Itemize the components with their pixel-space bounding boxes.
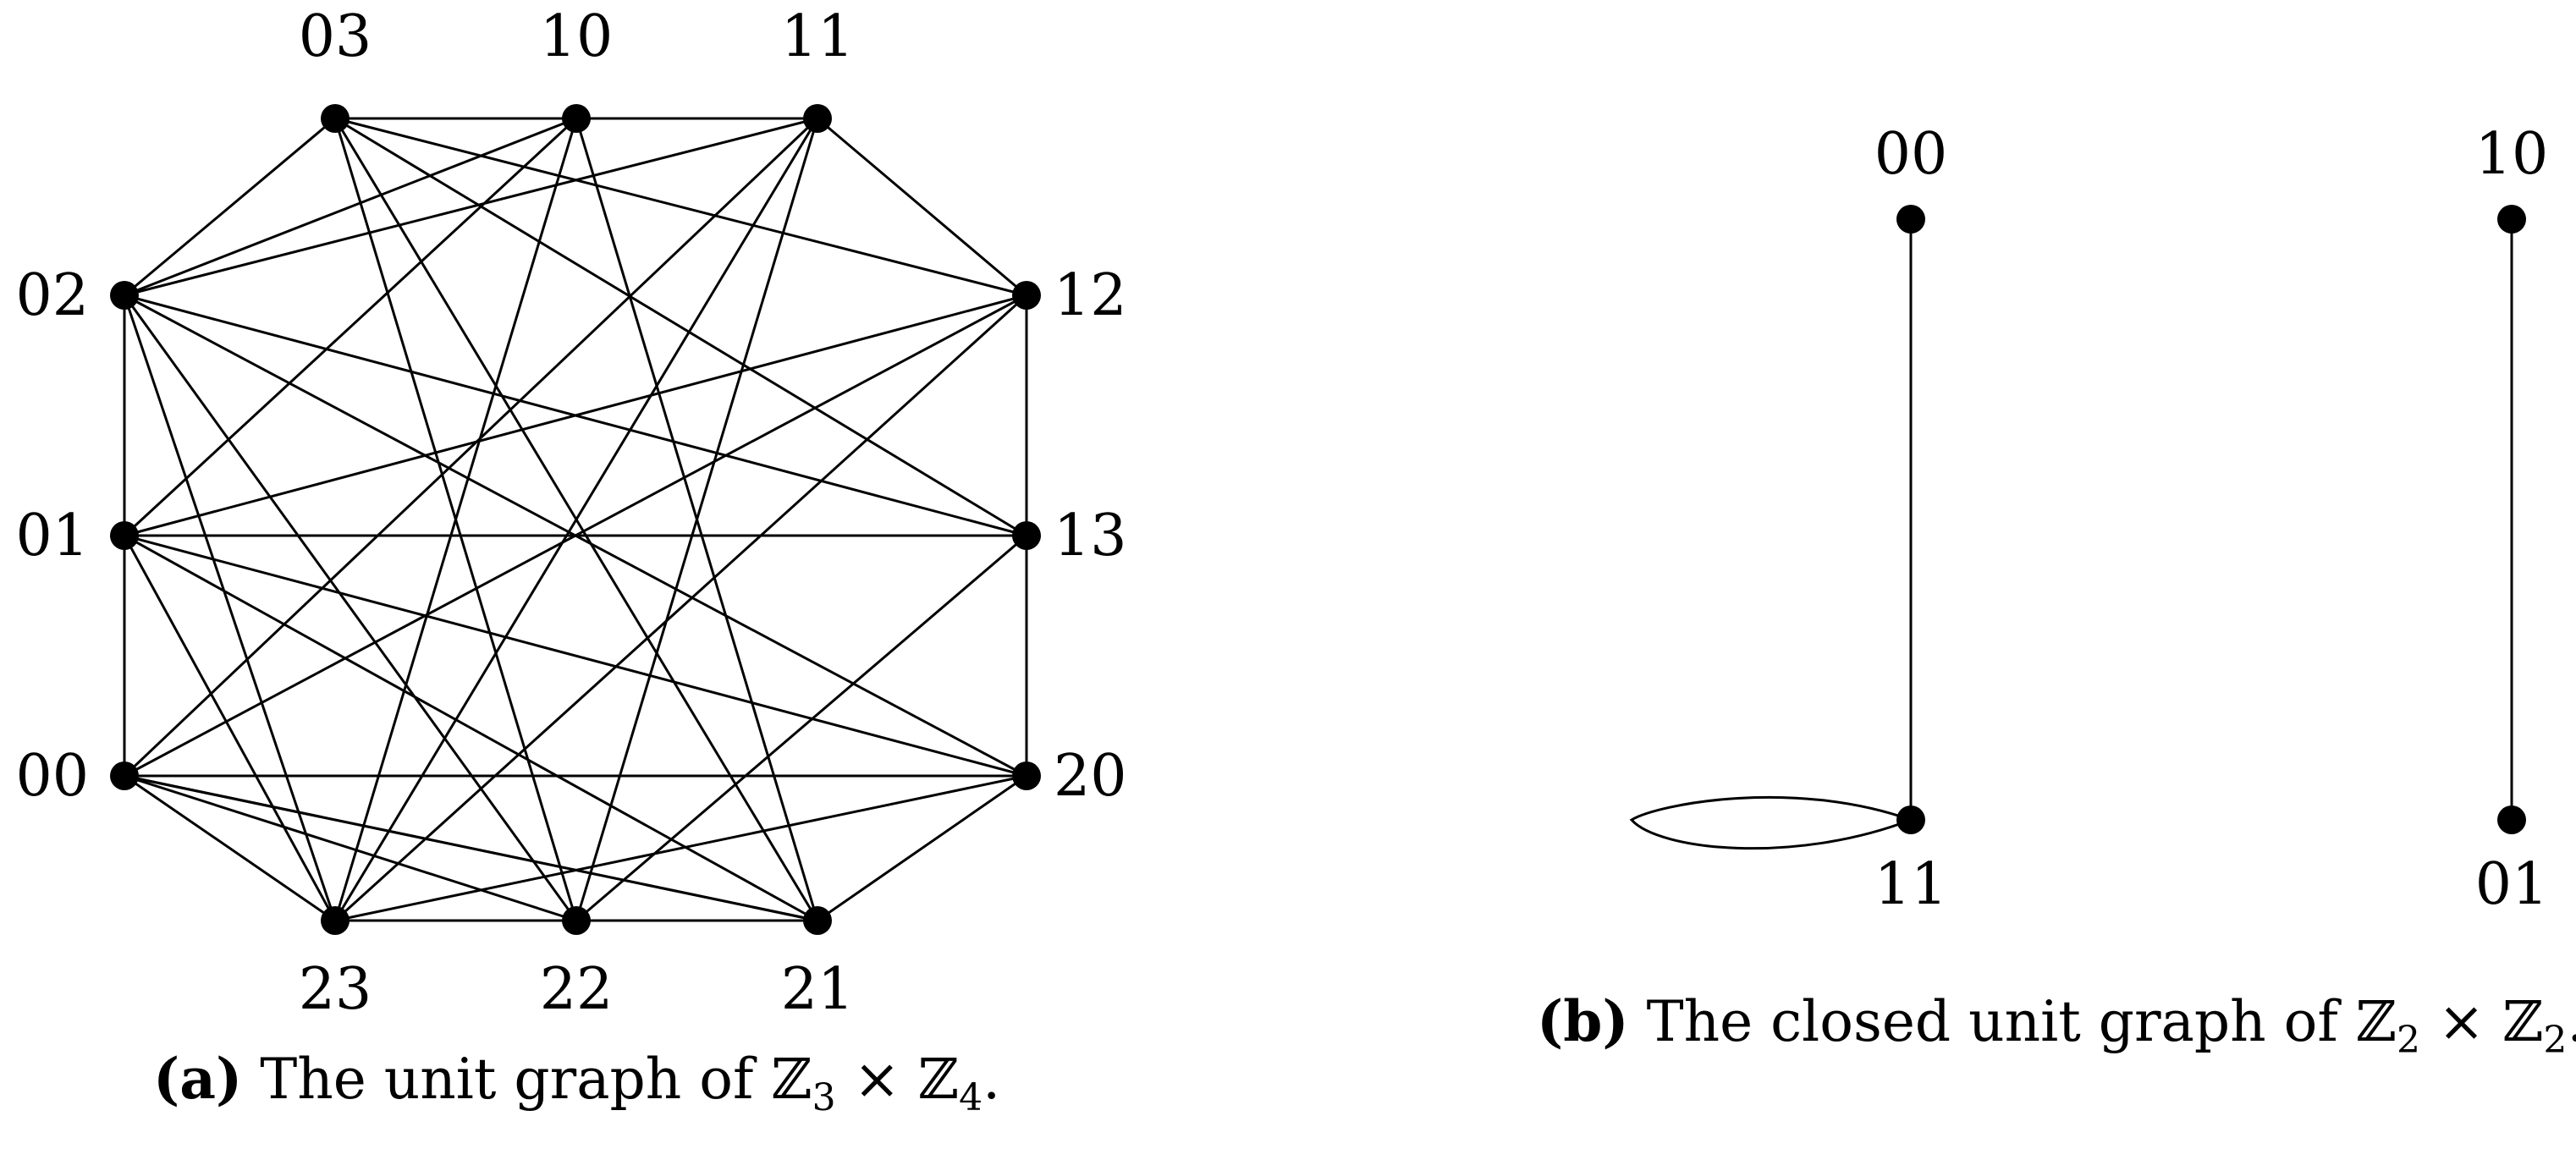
graph-a-edge-12-23 xyxy=(333,294,1028,922)
nodes-a xyxy=(110,104,1041,935)
graph-a-node-label-22: 22 xyxy=(540,956,614,1023)
graph-a-node-label-12: 12 xyxy=(1054,262,1127,329)
self-loop-11 xyxy=(1629,795,1915,850)
graph-a-edge-20-21 xyxy=(817,774,1027,922)
graph-a-edge-03-02 xyxy=(124,117,336,297)
graph-a-edge-11-12 xyxy=(817,117,1027,297)
graph-b-node-10 xyxy=(2497,205,2526,234)
graph-a-node-00 xyxy=(110,761,139,790)
caption-a-sub1: 3 xyxy=(812,1076,836,1119)
graph-a-node-22 xyxy=(562,906,591,935)
graph-a-node-label-00: 00 xyxy=(15,743,89,810)
graph-a-node-label-23: 23 xyxy=(299,956,372,1023)
graph-a-edge-11-22 xyxy=(575,118,819,921)
caption-a-text: The unit graph of ℤ xyxy=(260,1047,812,1112)
graph-b-node-label-00: 00 xyxy=(1874,121,1948,188)
graph-a-node-01 xyxy=(110,521,139,550)
graph-a-edge-23-01 xyxy=(123,535,337,921)
graph-a-edge-03-12 xyxy=(334,117,1027,297)
caption-a-end: . xyxy=(983,1047,1000,1112)
graph-a-node-23 xyxy=(321,906,350,935)
graph-a-node-13 xyxy=(1012,521,1041,550)
graph-a-edge-10-01 xyxy=(123,117,578,537)
labels-b: 00 10 11 01 xyxy=(1874,121,2549,918)
labels-a: 03 10 11 12 13 20 21 22 23 00 01 02 xyxy=(15,3,1126,1023)
graph-b-node-11 xyxy=(1896,805,1925,834)
graph-a-edge-01-20 xyxy=(124,534,1027,778)
graph-b-node-label-11: 11 xyxy=(1874,851,1948,918)
caption-b: (b) The closed unit graph of ℤ2 × ℤ2. xyxy=(1537,988,2576,1062)
graph-b-node-01 xyxy=(2497,805,2526,834)
graph-a-edge-10-02 xyxy=(124,117,577,297)
graph-a-edge-11-00 xyxy=(123,117,819,778)
graph-a-node-21 xyxy=(803,906,832,935)
caption-b-text: The closed unit graph of ℤ xyxy=(1647,989,2397,1054)
graph-a-node-label-03: 03 xyxy=(299,3,372,70)
caption-a: (a) The unit graph of ℤ3 × ℤ4. xyxy=(153,1046,1000,1119)
caption-b-tag: (b) xyxy=(1537,988,1629,1054)
unit-graph-z3-z4: 03 10 11 12 13 20 21 22 23 00 01 02 xyxy=(15,3,1126,1023)
caption-a-sub2: 4 xyxy=(959,1076,983,1119)
graph-a-edge-02-13 xyxy=(124,294,1027,537)
graph-a-edge-00-21 xyxy=(124,774,818,922)
graph-a-edge-23-02 xyxy=(123,294,337,921)
graph-a-edge-22-02 xyxy=(123,294,578,921)
graph-a-node-label-02: 02 xyxy=(15,262,89,329)
graph-a-node-label-13: 13 xyxy=(1054,503,1127,569)
graph-a-edge-10-23 xyxy=(333,118,578,921)
nodes-b xyxy=(1896,205,2526,834)
caption-b-sub1: 2 xyxy=(2397,1019,2420,1062)
graph-b-node-00 xyxy=(1896,205,1925,234)
caption-b-times: × ℤ xyxy=(2420,989,2543,1054)
graph-a-node-03 xyxy=(321,104,350,133)
graph-a-node-02 xyxy=(110,281,139,310)
graph-a-edge-11-23 xyxy=(333,118,819,921)
caption-b-end: . xyxy=(2567,989,2576,1054)
closed-unit-graph-z2-z2: 00 10 11 01 xyxy=(1629,121,2549,918)
graph-a-node-10 xyxy=(562,104,591,133)
graph-a-edge-22-00 xyxy=(124,774,577,922)
graph-b-node-label-01: 01 xyxy=(2475,851,2549,918)
graph-a-edge-20-23 xyxy=(334,774,1027,922)
graph-a-node-label-11: 11 xyxy=(781,3,855,70)
graph-a-node-label-01: 01 xyxy=(15,503,89,569)
edges-b xyxy=(1909,219,2513,820)
graph-a-node-label-20: 20 xyxy=(1054,743,1127,810)
edges-a xyxy=(123,117,1028,922)
graph-a-node-label-21: 21 xyxy=(781,956,855,1023)
graph-a-edge-21-01 xyxy=(124,534,818,922)
graph-a-edge-11-02 xyxy=(124,117,818,297)
graph-a-node-12 xyxy=(1012,281,1041,310)
graph-b-node-label-10: 10 xyxy=(2475,121,2549,188)
graph-a-edge-03-13 xyxy=(334,117,1027,537)
caption-a-tag: (a) xyxy=(153,1046,242,1112)
graph-a-edge-13-22 xyxy=(575,534,1027,922)
graph-a-node-label-10: 10 xyxy=(540,3,614,70)
graph-a-node-20 xyxy=(1012,761,1041,790)
graph-a-node-11 xyxy=(803,104,832,133)
graph-a-edge-00-23 xyxy=(124,774,336,922)
caption-a-times: × ℤ xyxy=(836,1047,959,1112)
caption-b-sub2: 2 xyxy=(2543,1019,2567,1062)
graph-a-edge-20-02 xyxy=(124,294,1027,778)
